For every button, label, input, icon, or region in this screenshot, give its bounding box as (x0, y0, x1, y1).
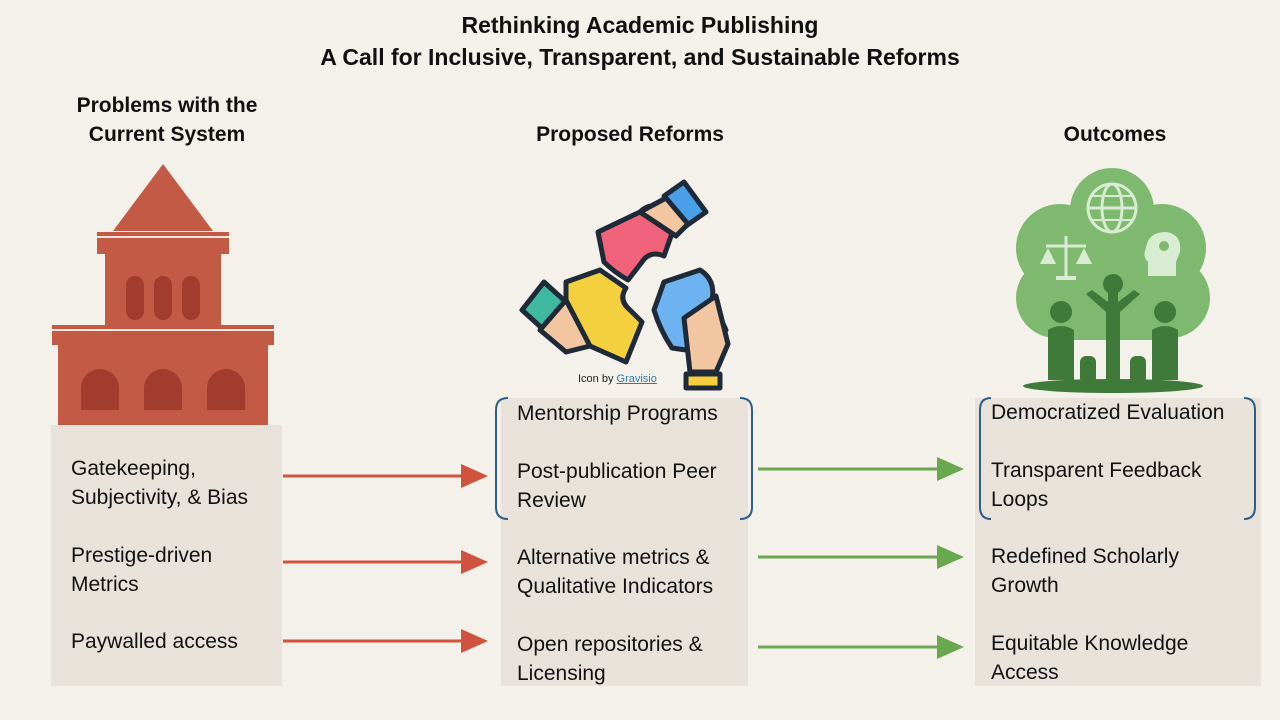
outcome-item-line2: Access (991, 661, 1059, 684)
outcome-item-democratized-evaluation: Democratized Evaluation (991, 398, 1224, 427)
reform-item-line1: Open repositories & (517, 633, 703, 656)
puzzle-hands-icon (519, 179, 731, 391)
reforms-group-bracket-left (495, 397, 509, 520)
problems-heading-line1: Problems with the (76, 94, 258, 117)
problems-heading: Problems with the Current System (36, 91, 298, 149)
outcomes-box (975, 398, 1261, 686)
problem-item-line1: Paywalled access (71, 630, 238, 653)
community-tree-icon (1016, 168, 1210, 393)
problem-item-prestige-metrics: Prestige-driven Metrics (71, 541, 212, 599)
reforms-heading: Proposed Reforms (536, 123, 724, 146)
reform-item-open-repositories: Open repositories & Licensing (517, 630, 703, 688)
outcomes-group-bracket-right (1243, 397, 1256, 520)
outcome-item-line2: Growth (991, 574, 1059, 597)
reform-item-line2: Qualitative Indicators (517, 575, 714, 598)
reform-item-line1: Mentorship Programs (517, 402, 718, 425)
reform-item-line1: Post-publication Peer (517, 460, 717, 483)
icon-credit: Icon by Gravisio (578, 373, 657, 385)
outcome-item-transparent-feedback: Transparent Feedback Loops (991, 456, 1202, 514)
reform-item-post-publication-review: Post-publication Peer Review (517, 457, 717, 515)
outcome-item-line1: Equitable Knowledge (991, 632, 1189, 655)
icon-credit-author-link[interactable]: Gravisio (616, 373, 657, 385)
reform-item-alternative-metrics: Alternative metrics & Qualitative Indica… (517, 543, 713, 601)
outcome-item-line2: Loops (991, 488, 1049, 511)
outcome-item-scholarly-growth: Redefined Scholarly Growth (991, 542, 1179, 600)
reform-item-line2: Licensing (517, 662, 606, 685)
outcomes-group-bracket-left (979, 397, 992, 520)
reforms-group-bracket-right (739, 397, 753, 520)
outcome-item-line1: Democratized Evaluation (991, 401, 1225, 424)
reform-item-line1: Alternative metrics & (517, 546, 710, 569)
problem-item-line1: Gatekeeping, (71, 457, 196, 480)
diagram-title-line1: Rethinking Academic Publishing (461, 12, 819, 38)
problems-box (51, 425, 282, 686)
problems-heading-line2: Current System (88, 123, 246, 146)
diagram-title-line2: A Call for Inclusive, Transparent, and S… (320, 44, 960, 70)
university-building-icon (52, 164, 274, 429)
outcome-item-line1: Redefined Scholarly (991, 545, 1179, 568)
problem-item-gatekeeping: Gatekeeping, Subjectivity, & Bias (71, 454, 248, 512)
outcome-item-line1: Transparent Feedback (991, 459, 1202, 482)
problem-item-line1: Prestige-driven (71, 544, 213, 567)
reform-item-mentorship: Mentorship Programs (517, 399, 718, 428)
problem-item-paywalled-access: Paywalled access (71, 627, 238, 656)
reform-item-line2: Review (517, 489, 586, 512)
icon-credit-prefix: Icon by (578, 373, 617, 385)
outcome-item-knowledge-access: Equitable Knowledge Access (991, 629, 1188, 687)
outcomes-heading: Outcomes (1063, 123, 1167, 146)
reforms-box (501, 398, 748, 686)
problem-item-line2: Metrics (71, 573, 139, 596)
problem-item-line2: Subjectivity, & Bias (71, 486, 249, 509)
